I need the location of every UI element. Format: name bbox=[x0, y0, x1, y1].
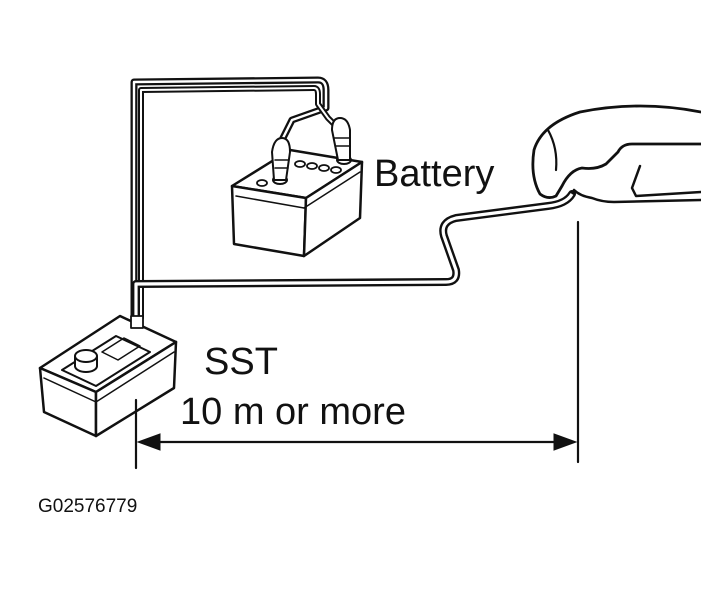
hand bbox=[531, 104, 701, 204]
figure-id: G02576779 bbox=[38, 496, 137, 517]
sst-label: SST bbox=[204, 341, 278, 383]
sst-tool bbox=[38, 314, 178, 438]
battery-positive-clip bbox=[331, 117, 352, 165]
battery-label: Battery bbox=[374, 153, 494, 195]
sst-knob bbox=[74, 349, 98, 373]
battery-negative-clip bbox=[271, 137, 291, 185]
distance-dimension bbox=[134, 220, 580, 470]
cable-sst-to-battery bbox=[130, 76, 341, 322]
battery bbox=[230, 117, 364, 258]
dimension-left-arrow bbox=[136, 433, 161, 451]
distance-label: 10 m or more bbox=[180, 391, 406, 433]
cable-sst-to-antenna bbox=[132, 190, 576, 322]
battery-vent-caps bbox=[256, 160, 342, 187]
dimension-right-arrow bbox=[553, 433, 578, 451]
